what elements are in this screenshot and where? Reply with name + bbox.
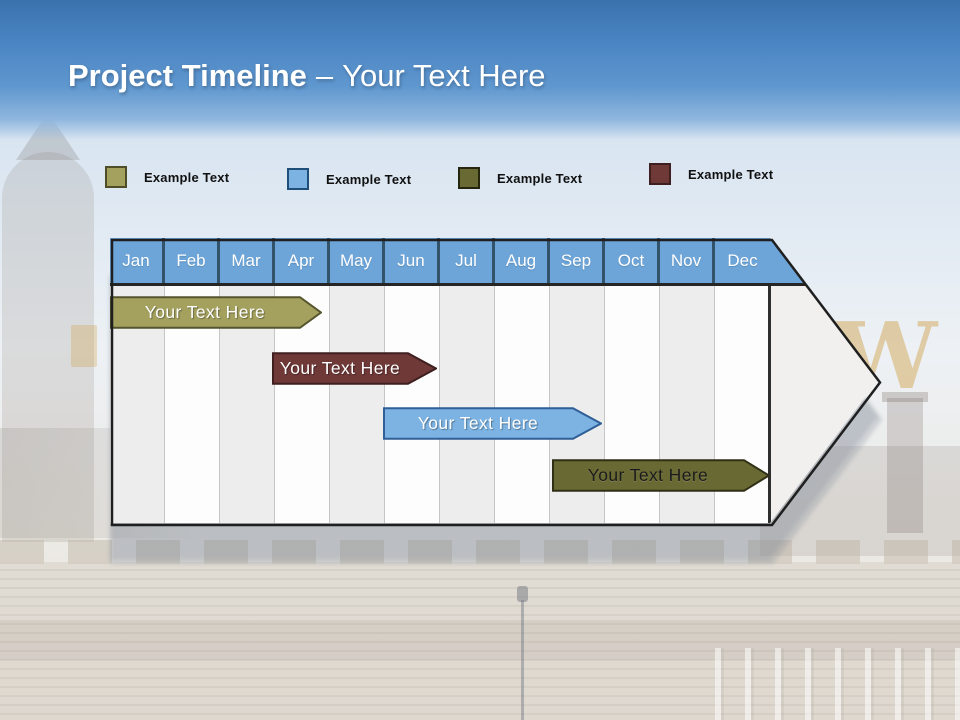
background-wall-shade xyxy=(0,620,960,660)
legend-label: Example Text xyxy=(688,166,774,182)
legend-swatch-blue xyxy=(287,168,309,190)
legend-label: Example Text xyxy=(497,170,583,186)
timeline-bar-label: Your Text Here xyxy=(587,465,709,485)
page-title-bold: Project Timeline xyxy=(68,58,307,93)
background-wall-crenellation xyxy=(0,540,960,564)
background-tower-image xyxy=(2,152,94,542)
month-header-cell: Oct xyxy=(605,238,660,283)
month-header-cell: Dec xyxy=(727,251,758,270)
month-header-cell: Nov xyxy=(660,238,715,283)
timeline-bar-3: Your Text Here xyxy=(383,407,602,440)
month-header-cell: Aug xyxy=(495,238,550,283)
timeline-arrow-shape: Jan Feb Mar Apr May Jun Jul Aug Sep Oct … xyxy=(110,238,878,523)
timeline-bar-2: Your Text Here xyxy=(272,352,437,385)
legend-item-3: Example Text xyxy=(458,167,582,189)
month-header-cell: Jul xyxy=(440,238,495,283)
timeline-bar-label: Your Text Here xyxy=(144,302,266,322)
title-band xyxy=(0,0,960,140)
month-header-cell: Sep xyxy=(550,238,605,283)
page-title-light: Your Text Here xyxy=(342,58,546,93)
legend-item-4: Example Text xyxy=(649,163,773,185)
month-header-cell: Mar xyxy=(220,238,275,283)
month-header-cell: Jun xyxy=(385,238,440,283)
month-header-cell: Apr xyxy=(275,238,330,283)
month-header-cell: May xyxy=(330,238,385,283)
timeline-bar-label: Your Text Here xyxy=(417,413,539,433)
background-chimney-cap xyxy=(882,392,928,402)
timeline-month-header: Jan Feb Mar Apr May Jun Jul Aug Sep Oct … xyxy=(110,238,830,286)
timeline-bar-4: Your Text Here xyxy=(552,459,770,492)
watermark-fragment xyxy=(71,325,97,367)
background-chimney xyxy=(887,398,923,533)
month-header-cell: Jan xyxy=(110,238,165,283)
legend-swatch-olive xyxy=(105,166,127,188)
timeline-bar-label: Your Text Here xyxy=(279,358,401,378)
legend-label: Example Text xyxy=(144,169,230,185)
background-wall xyxy=(0,562,960,720)
timeline-chart: Jan Feb Mar Apr May Jun Jul Aug Sep Oct … xyxy=(110,238,882,527)
legend-item-2: Example Text xyxy=(287,168,411,190)
legend-label: Example Text xyxy=(326,171,412,187)
timeline-bar-1: Your Text Here xyxy=(110,296,322,329)
month-header-cell: Feb xyxy=(165,238,220,283)
legend-swatch-maroon xyxy=(649,163,671,185)
background-railing xyxy=(715,648,960,720)
background-lamp-post xyxy=(521,600,524,720)
background-lamp-head xyxy=(517,586,528,602)
legend-swatch-dark-olive xyxy=(458,167,480,189)
page-title: Project Timeline–Your Text Here xyxy=(68,58,546,94)
legend-item-1: Example Text xyxy=(105,166,229,188)
page-title-separator: – xyxy=(315,58,334,93)
